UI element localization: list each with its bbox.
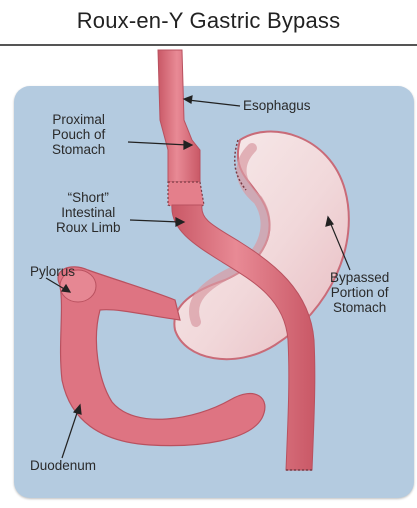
label-proximal-pouch: Proximal Pouch of Stomach	[52, 112, 105, 157]
arrowhead-esophagus	[184, 96, 192, 103]
label-bypassed-stomach: Bypassed Portion of Stomach	[330, 270, 389, 315]
label-pylorus: Pylorus	[30, 264, 75, 279]
esophagus-shape	[158, 50, 200, 182]
label-duodenum: Duodenum	[30, 458, 96, 473]
leader-esophagus	[188, 100, 240, 106]
leader-duodenum	[62, 410, 78, 458]
leader-roux-limb	[130, 220, 180, 222]
label-esophagus: Esophagus	[243, 98, 311, 113]
label-roux-limb: “Short” Intestinal Roux Limb	[56, 190, 121, 235]
